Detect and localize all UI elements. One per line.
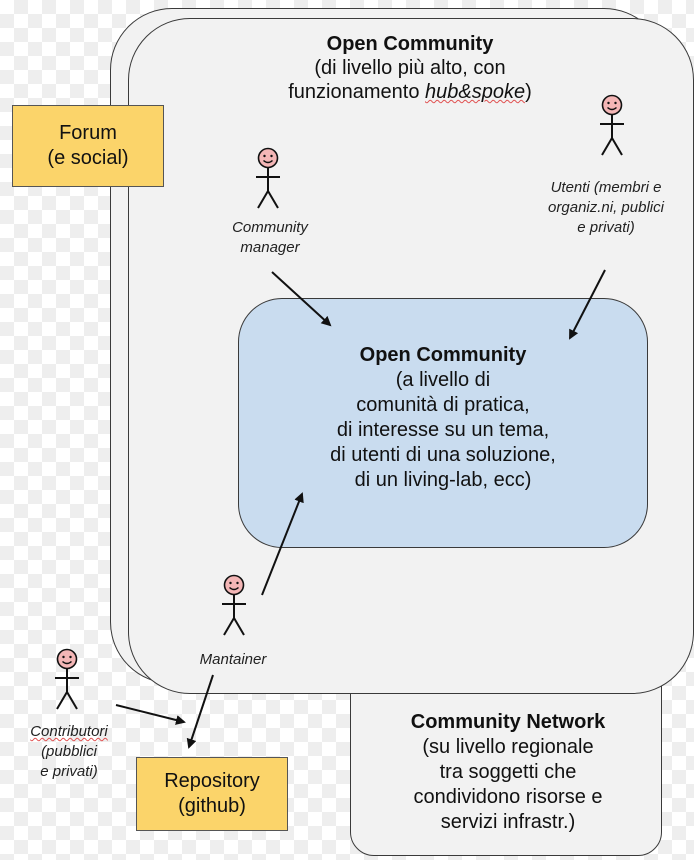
utenti-stick-figure-icon — [600, 94, 624, 156]
inner-community-title: Open Community — [359, 344, 527, 366]
community-manager-line1: Community — [232, 219, 308, 236]
community-manager-stick-figure-icon — [256, 147, 280, 209]
network-line: (su livello regionale — [422, 736, 594, 758]
utenti-line1: Utenti (membri e — [550, 179, 662, 196]
repository-subtitle: (github) — [178, 795, 246, 817]
network-label: Community Network (su livello regionale … — [364, 710, 652, 835]
contributori-stick-figure-icon — [55, 648, 79, 710]
network-line: servizi infrastr.) — [440, 811, 576, 833]
outer-community-line2-prefix: funzionamento — [288, 81, 425, 103]
forum-title: Forum — [59, 122, 117, 144]
inner-community-panel — [238, 298, 648, 548]
outer-community-title: Open Community — [326, 33, 494, 55]
forum-subtitle: (e social) — [47, 147, 129, 169]
network-line: tra soggetti che — [439, 761, 577, 783]
contributori-label: Contributori (pubblici e privati) — [4, 722, 134, 782]
outer-community-label: Open Community (di livello più alto, con… — [230, 32, 590, 104]
inner-community-line: di interesse su un tema, — [336, 419, 550, 441]
inner-community-line: di utenti di una soluzione, — [330, 444, 556, 466]
outer-community-line1: (di livello più alto, con — [314, 57, 506, 79]
outer-community-line2: funzionamento hub&spoke) — [230, 80, 590, 104]
hub-spoke-text: hub&spoke — [425, 81, 526, 103]
arrow-mantainer-to-community — [261, 492, 304, 596]
contributori-line1: Contributori — [30, 723, 108, 740]
repository-title: Repository — [164, 770, 260, 792]
outer-community-line2-suffix: ) — [525, 81, 532, 103]
mantainer-label: Mantainer — [178, 650, 288, 670]
inner-community-label: Open Community (a livello di comunità di… — [248, 343, 638, 493]
network-line: condividono risorse e — [413, 786, 603, 808]
community-manager-line2: manager — [240, 239, 300, 256]
arrow-contributori-to-repository — [115, 704, 186, 725]
contributori-line2: (pubblici — [41, 743, 97, 760]
arrow-manager-to-community — [271, 271, 332, 327]
utenti-line2: organiz.ni, publici — [548, 199, 664, 216]
repository-box: Repository (github) — [136, 757, 288, 831]
mantainer-stick-figure-icon — [222, 574, 246, 636]
arrow-utenti-to-community — [569, 269, 606, 340]
utenti-line3: e privati) — [577, 219, 635, 236]
arrow-mantainer-to-repository — [186, 674, 214, 749]
inner-community-line: comunità di pratica, — [356, 394, 530, 416]
utenti-label: Utenti (membri e organiz.ni, publici e p… — [516, 178, 694, 238]
contributori-line3: e privati) — [40, 763, 98, 780]
inner-community-line: (a livello di — [395, 369, 491, 391]
network-title: Community Network — [410, 711, 606, 733]
inner-community-line: di un living-lab, ecc) — [354, 469, 532, 491]
community-manager-label: Community manager — [200, 218, 340, 258]
forum-box: Forum (e social) — [12, 105, 164, 187]
mantainer-line1: Mantainer — [199, 651, 267, 668]
